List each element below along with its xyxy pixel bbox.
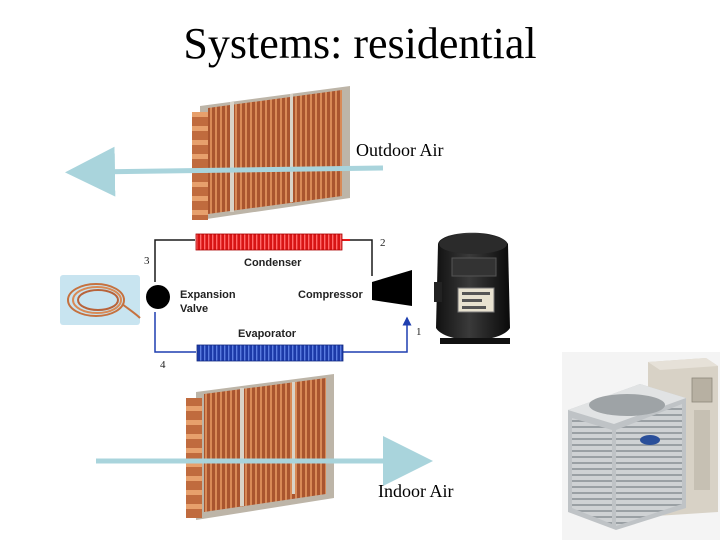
outdoor-air-arrow xyxy=(65,146,384,197)
evaporator-bar xyxy=(196,344,344,362)
state-point-2: 2 xyxy=(380,237,386,249)
condenser-bar xyxy=(195,233,343,251)
state-point-1: 1 xyxy=(416,326,422,338)
pipe-compressor-to-condenser xyxy=(342,239,373,276)
expansion-label-line2: Valve xyxy=(180,303,208,315)
outdoor-air-label: Outdoor Air xyxy=(356,140,444,160)
compressor-symbol xyxy=(372,270,412,306)
refrigeration-cycle: Condenser Evaporator Expansion Valve Com… xyxy=(144,233,422,371)
state-point-4: 4 xyxy=(160,359,166,371)
pipe-evaporator-to-compressor xyxy=(343,316,412,353)
pipe-valve-to-evaporator xyxy=(154,312,196,353)
expansion-valve xyxy=(146,285,170,309)
state-point-3: 3 xyxy=(144,255,150,267)
compressor-label: Compressor xyxy=(298,289,364,301)
slide-title: Systems: residential xyxy=(183,19,537,68)
indoor-air-label: Indoor Air xyxy=(378,481,454,501)
evaporator-label: Evaporator xyxy=(238,328,297,340)
compressor-image xyxy=(426,226,524,346)
indoor-coil-image xyxy=(186,374,334,520)
condenser-label: Condenser xyxy=(244,257,302,269)
pipe-condenser-to-valve xyxy=(154,239,195,282)
expansion-label-line1: Expansion xyxy=(180,289,236,301)
residential-units-image xyxy=(562,352,720,540)
outdoor-coil-image xyxy=(192,86,350,220)
copper-tubing-image xyxy=(60,275,141,325)
